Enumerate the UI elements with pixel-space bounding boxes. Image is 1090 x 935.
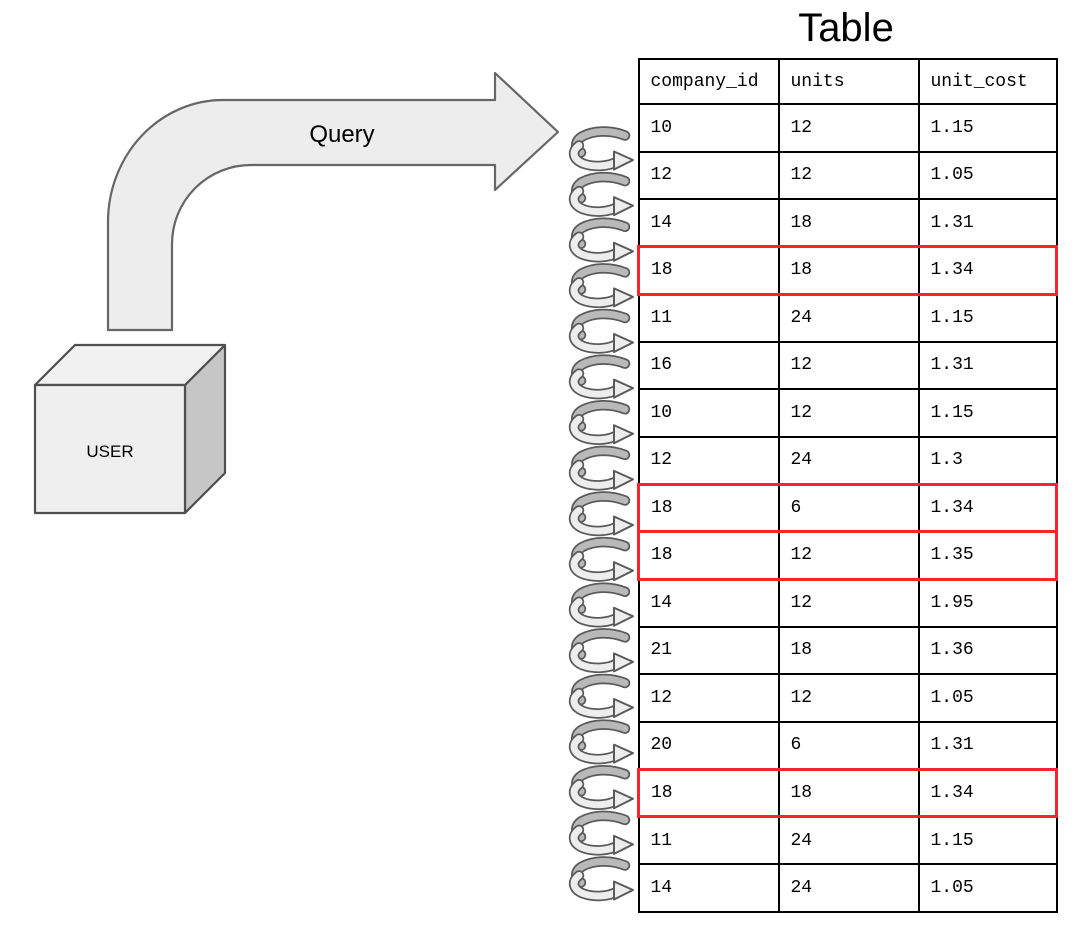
cell-unit-cost: 1.36 [917,625,1058,675]
cell-unit-cost: 1.05 [917,863,1058,913]
loop-arrows [574,131,633,899]
loop-arrow-icon [574,496,633,534]
cell-company-id: 12 [637,150,780,200]
query-bent-arrow-icon [106,71,560,332]
cell-unit-cost: 1.05 [917,673,1058,723]
loop-arrow-icon [574,633,633,671]
cell-unit-cost: 1.31 [917,340,1058,390]
loop-arrow-icon [574,542,633,580]
cell-company-id: 16 [637,340,780,390]
cell-unit-cost: 1.3 [917,435,1058,485]
cell-unit-cost: 1.15 [917,388,1058,438]
loop-arrow-icon [574,770,633,808]
cell-company-id: 14 [637,863,780,913]
col-header-unit-cost: unit_cost [917,58,1058,105]
cell-units: 18 [777,625,920,675]
cell-company-id: 10 [637,103,780,153]
cell-unit-cost: 1.31 [917,198,1058,248]
cell-unit-cost: 1.35 [917,530,1058,581]
cell-units: 12 [777,150,920,200]
col-header-units: units [777,58,920,105]
cell-unit-cost: 1.34 [917,767,1058,818]
loop-arrow-icon [574,861,633,899]
loop-arrow-icon [574,177,633,215]
cell-unit-cost: 1.34 [917,245,1058,296]
loop-arrow-icon [574,588,633,626]
loop-arrow-icon [574,314,633,352]
cell-unit-cost: 1.05 [917,150,1058,200]
cube-front-face [33,383,187,515]
loop-arrow-icon [574,223,633,261]
user-cube-icon: USER [33,343,227,515]
cell-units: 24 [777,815,920,865]
cell-units: 24 [777,293,920,343]
loop-arrow-icon [574,451,633,489]
loop-arrow-icon [574,679,633,717]
query-label: Query [309,121,374,148]
col-header-company-id: company_id [637,58,780,105]
cell-units: 6 [777,482,920,533]
cell-unit-cost: 1.15 [917,815,1058,865]
loop-arrow-icon [574,405,633,443]
cell-units: 12 [777,673,920,723]
loop-arrow-icon [574,268,633,306]
cell-company-id: 14 [637,578,780,628]
cell-unit-cost: 1.95 [917,578,1058,628]
cell-units: 12 [777,388,920,438]
table-header-row: company_id units unit_cost [637,58,1058,105]
cell-unit-cost: 1.34 [917,482,1058,533]
cell-units: 18 [777,767,920,818]
table-title: Table [798,6,894,50]
cell-unit-cost: 1.15 [917,293,1058,343]
cell-company-id: 12 [637,435,780,485]
cell-units: 6 [777,720,920,770]
loop-arrow-icon [574,360,633,398]
cell-units: 18 [777,198,920,248]
cell-unit-cost: 1.15 [917,103,1058,153]
cell-units: 12 [777,578,920,628]
cell-units: 18 [777,245,920,296]
loop-arrow-icon [574,131,633,169]
cell-units: 12 [777,340,920,390]
user-label: USER [86,442,133,461]
cell-company-id: 12 [637,673,780,723]
loop-arrow-icon [574,725,633,763]
cell-company-id: 11 [637,293,780,343]
cell-company-id: 18 [637,530,780,581]
cell-units: 24 [777,863,920,913]
cell-units: 12 [777,103,920,153]
cell-units: 24 [777,435,920,485]
cell-company-id: 10 [637,388,780,438]
cell-company-id: 18 [637,482,780,533]
loop-arrow-icon [574,816,633,854]
cell-company-id: 18 [637,245,780,296]
cell-company-id: 11 [637,815,780,865]
cell-company-id: 20 [637,720,780,770]
cell-company-id: 18 [637,767,780,818]
cell-company-id: 14 [637,198,780,248]
cell-company-id: 21 [637,625,780,675]
cell-units: 12 [777,530,920,581]
cell-unit-cost: 1.31 [917,720,1058,770]
